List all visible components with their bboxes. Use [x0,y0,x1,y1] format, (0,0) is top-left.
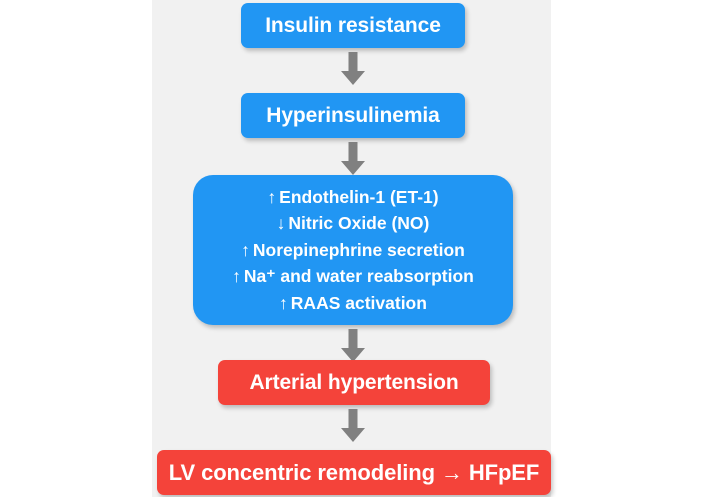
mediators-list-item: ↑Endothelin-1 (ET-1) [203,184,503,211]
trend-up-icon: ↑ [279,292,288,313]
connector-arrow-down-3 [339,329,367,363]
mediators-list: ↑Endothelin-1 (ET-1) ↓Nitric Oxide (NO) … [203,184,503,317]
mediators-list-item: ↑Norepinephrine secretion [203,237,503,264]
node-arterial-hypertension-label: Arterial hypertension [249,370,459,394]
connector-arrow-down-4 [339,409,367,443]
mediators-list-item: ↑RAAS activation [203,290,503,317]
mediators-list-item: ↓Nitric Oxide (NO) [203,210,503,237]
trend-up-icon: ↑ [241,239,250,260]
node-hyperinsulinemia: Hyperinsulinemia [241,93,465,138]
node-lv-remodeling-label: LV concentric remodeling → HFpEF [168,459,540,485]
mediators-list-item-text: Nitric Oxide (NO) [288,213,430,234]
connector-arrow-down-1 [339,52,367,86]
node-insulin-resistance-label: Insulin resistance [265,13,441,37]
node-hyperinsulinemia-label: Hyperinsulinemia [266,103,440,127]
node-arterial-hypertension: Arterial hypertension [218,360,490,405]
node-mediators: ↑Endothelin-1 (ET-1) ↓Nitric Oxide (NO) … [193,175,513,325]
node-lv-remodeling: LV concentric remodeling → HFpEF [157,450,551,495]
arrow-down-icon [341,409,365,442]
arrow-down-icon [341,142,365,175]
node-insulin-resistance: Insulin resistance [241,3,465,48]
arrow-down-icon [341,52,365,85]
trend-up-icon: ↑ [267,186,277,207]
mediators-list-item-text: RAAS activation [290,292,427,313]
mediators-list-item-text: Na⁺ and water reabsorption [243,266,474,287]
arrow-down-icon [341,329,365,362]
mediators-list-item: ↑Na⁺ and water reabsorption [203,263,503,290]
trend-up-icon: ↑ [232,266,241,287]
mediators-list-item-text: Norepinephrine secretion [252,239,465,260]
trend-down-icon: ↓ [276,213,286,234]
mediators-list-item-text: Endothelin-1 (ET-1) [279,186,439,207]
connector-arrow-down-2 [339,142,367,176]
